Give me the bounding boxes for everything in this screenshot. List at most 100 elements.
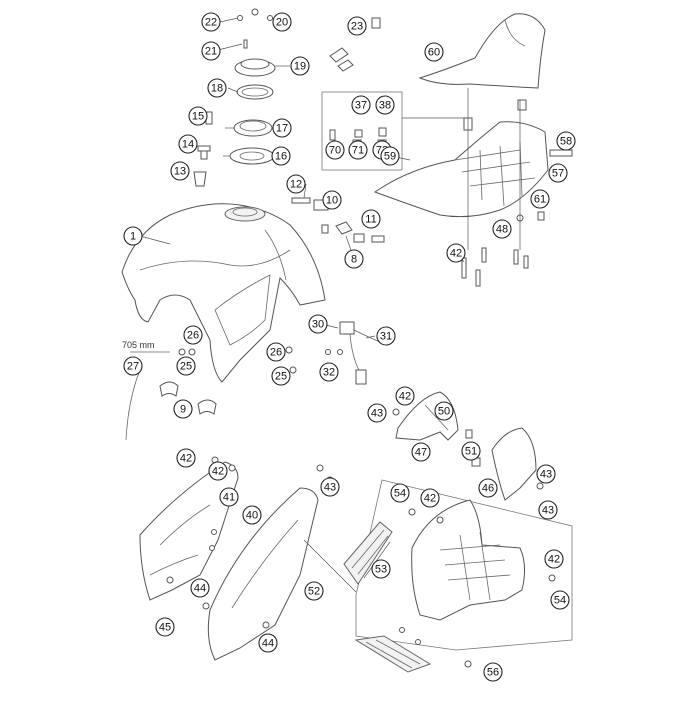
callout-number: 54 [554,595,566,607]
callout-32: 32 [319,362,339,382]
callout-number: 43 [324,482,336,494]
callout-number: 52 [308,586,320,598]
callout-number: 19 [294,61,306,73]
callout-41: 41 [219,487,239,507]
callout-number: 16 [275,151,287,163]
callout-48: 48 [492,219,512,239]
callout-number: 44 [194,583,206,595]
seat [418,13,546,89]
callout-40: 40 [242,505,262,525]
callout-71: 71 [348,140,368,160]
callout-58: 58 [556,131,576,151]
callout-circle [123,356,143,376]
callout-number: 32 [323,367,335,379]
callout-59: 59 [380,146,400,166]
callout-number: 57 [552,168,564,180]
callout-circle [420,488,440,508]
callout-circle [123,226,143,246]
callout-16: 16 [271,146,291,166]
callout-42: 42 [176,448,196,468]
left-side-panel [139,461,239,601]
callout-number: 22 [205,17,217,29]
callout-61: 61 [530,189,550,209]
callout-circle [176,448,196,468]
callout-15: 15 [188,106,208,126]
fuel-breather-hose [125,351,170,441]
callout-number: 26 [270,347,282,359]
callout-number: 54 [394,488,406,500]
callout-circle [434,401,454,421]
callout-43: 43 [367,403,387,423]
fuel-cap [234,58,290,77]
callout-number: 42 [180,453,192,465]
callout-53: 53 [371,559,391,579]
callout-14: 14 [178,134,198,154]
hose-clips [159,346,297,415]
callout-21: 21 [201,41,221,61]
callout-circle [371,559,391,579]
cable-length-label: 705 mm [122,340,155,350]
callout-number: 70 [329,145,341,157]
callout-number: 58 [560,136,572,148]
callout-30: 30 [308,314,328,334]
callout-circle [478,478,498,498]
callout-circle [271,366,291,386]
callout-circle [242,505,262,525]
callout-number: 61 [534,194,546,206]
callout-circle [446,243,466,263]
callout-number: 17 [276,123,288,135]
callout-circle [170,161,190,181]
callout-51: 51 [461,441,481,461]
callout-number: 43 [542,505,554,517]
callout-circle [347,16,367,36]
callout-44: 44 [190,578,210,598]
callout-circle [155,617,175,637]
callout-circle [190,578,210,598]
headlight-mask-mount [491,427,537,501]
callout-circle [173,399,193,419]
callout-number: 23 [351,21,363,33]
filler-neck-flange [229,147,275,165]
callout-54: 54 [390,483,410,503]
callout-54: 54 [550,590,570,610]
callout-12: 12 [286,174,306,194]
callout-43: 43 [536,464,556,484]
callout-circle [380,146,400,166]
small-fasteners-left [193,111,213,187]
callout-circle [361,209,381,229]
callout-number: 42 [424,493,436,505]
callout-23: 23 [347,16,367,36]
callout-circle [258,633,278,653]
callout-number: 9 [180,404,186,416]
callout-number: 50 [438,406,450,418]
callout-20: 20 [272,12,292,32]
callout-47: 47 [411,442,431,462]
callout-circle [207,78,227,98]
callout-circle [322,190,342,210]
callout-number: 8 [351,254,357,266]
callout-circle [411,442,431,462]
callout-circle [395,386,415,406]
callout-52: 52 [304,581,324,601]
callout-number: 12 [290,179,302,191]
callout-37: 37 [351,95,371,115]
callout-circle [390,483,410,503]
callout-number: 15 [192,111,204,123]
callout-25: 25 [176,356,196,376]
callout-18: 18 [207,78,227,98]
callout-number: 71 [352,145,364,157]
callout-42: 42 [446,243,466,263]
callout-1: 1 [123,226,143,246]
callout-circle [178,134,198,154]
callout-number: 59 [384,151,396,163]
callout-circle [367,403,387,423]
callout-9: 9 [173,399,193,419]
callout-circle [208,461,228,481]
callout-circle [348,140,368,160]
callout-number: 40 [246,510,258,522]
callout-38: 38 [375,95,395,115]
callout-number: 51 [465,446,477,458]
airbox-cover [411,499,526,621]
callout-number: 42 [450,248,462,260]
callout-circle [308,314,328,334]
